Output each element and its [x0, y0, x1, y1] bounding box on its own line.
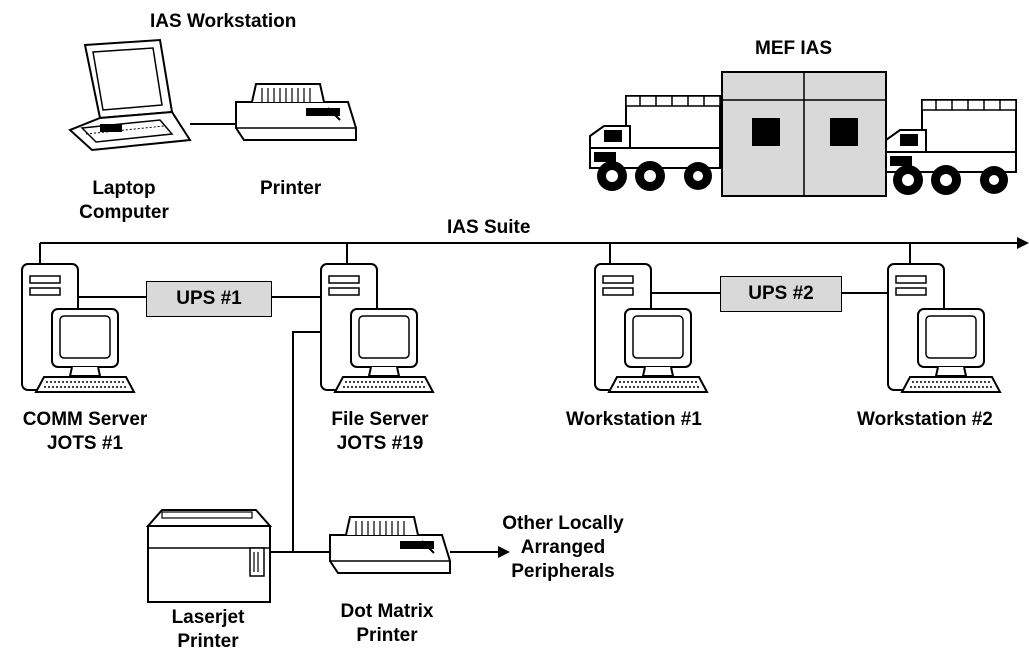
comm-server-computer-icon — [21, 263, 135, 393]
ias-workstation-title: IAS Workstation — [150, 11, 297, 32]
comm-server-label: COMM Server JOTS #1 — [0, 408, 170, 456]
other-peripherals-label: Other Locally Arranged Peripherals — [496, 512, 630, 584]
laserjet-label-line2: Printer — [177, 631, 239, 652]
file-server-label-line2: JOTS #19 — [336, 433, 424, 454]
dot-matrix-printer-peripheral-icon — [329, 516, 451, 574]
ups1-box: UPS #1 — [146, 281, 272, 317]
file-server-computer-icon — [320, 263, 434, 393]
laptop-label-line1: Laptop — [92, 178, 156, 199]
workstation2-label: Workstation #2 — [857, 409, 993, 430]
humvee-right-icon — [885, 99, 1017, 196]
other-peripherals-arrowhead-icon — [498, 546, 510, 558]
other-peripherals-line1: Other Locally — [502, 513, 624, 534]
mef-ias-shelter — [721, 71, 887, 197]
humvee-left-icon — [589, 95, 721, 192]
dot-matrix-label-line1: Dot Matrix — [340, 601, 434, 622]
bus-arrow-icon — [1017, 237, 1029, 249]
mef-ias-title: MEF IAS — [755, 38, 833, 59]
file-server-label: File Server JOTS #19 — [310, 408, 450, 456]
laptop-icon — [68, 38, 192, 152]
other-peripherals-line3: Peripherals — [511, 561, 615, 582]
dot-matrix-label: Dot Matrix Printer — [322, 600, 452, 648]
dot-matrix-label-line2: Printer — [356, 625, 418, 646]
workstation1-label: Workstation #1 — [566, 409, 702, 430]
laserjet-label: Laserjet Printer — [148, 606, 268, 654]
file-server-label-line1: File Server — [331, 409, 429, 430]
dot-matrix-printer-icon — [235, 83, 357, 141]
comm-server-label-line2: JOTS #1 — [46, 433, 124, 454]
ups2-box: UPS #2 — [720, 276, 842, 312]
laptop-label: Laptop Computer — [72, 177, 176, 225]
printer-label: Printer — [260, 178, 322, 199]
other-peripherals-line2: Arranged — [520, 537, 606, 558]
laserjet-printer-icon — [145, 509, 273, 603]
comm-server-label-line1: COMM Server — [22, 409, 148, 430]
ias-suite-label: IAS Suite — [447, 217, 531, 238]
laptop-label-line2: Computer — [79, 202, 169, 223]
laserjet-label-line1: Laserjet — [171, 607, 245, 628]
workstation1-computer-icon — [594, 263, 708, 393]
workstation2-computer-icon — [887, 263, 1001, 393]
